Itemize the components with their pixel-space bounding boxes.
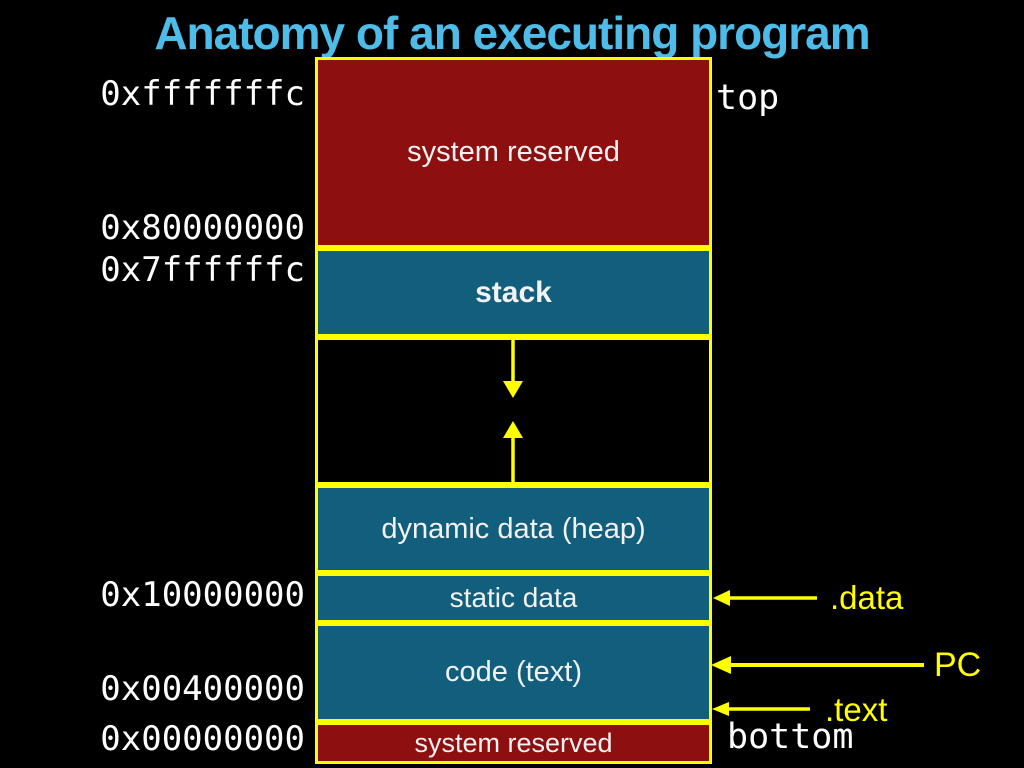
section-label-heap: dynamic data (heap) [381, 512, 646, 545]
bottom-of-memory-label: bottom [727, 717, 854, 757]
section-label-stack: stack [475, 275, 552, 309]
section-label-system-reserved-top: system reserved [407, 136, 620, 168]
slide-title: Anatomy of an executing program [154, 7, 870, 59]
data-segment-arrow-icon [713, 590, 817, 606]
memory-section-system-reserved-bottom: system reserved [315, 722, 712, 764]
memory-section-system-reserved-top: system reserved [315, 57, 712, 248]
section-label-code: code (text) [445, 656, 582, 688]
section-label-system-reserved-bottom: system reserved [414, 727, 613, 758]
data-segment-label: .data [830, 579, 904, 616]
address-label-0xfffffffc: 0xfffffffc [100, 74, 305, 114]
address-label-0x00000000: 0x00000000 [100, 719, 305, 759]
address-label-0x00400000: 0x00400000 [100, 669, 305, 709]
address-label-0x7ffffffc: 0x7ffffffc [100, 250, 305, 290]
section-label-static-data: static data [449, 582, 578, 613]
memory-section-code: code (text) [315, 623, 712, 722]
memory-section-heap: dynamic data (heap) [315, 485, 712, 573]
memory-section-stack: stack [315, 248, 712, 337]
memory-section-static-data: static data [315, 573, 712, 623]
text-segment-label: .text [825, 691, 888, 728]
address-label-0x10000000: 0x10000000 [100, 575, 305, 615]
pc-register-label: PC [934, 646, 982, 684]
top-of-memory-label: top [716, 78, 780, 118]
text-segment-arrow-icon [712, 702, 810, 716]
pc-arrow-icon [711, 656, 924, 674]
memory-section-free-gap [315, 337, 712, 485]
address-label-0x80000000: 0x80000000 [100, 208, 305, 248]
